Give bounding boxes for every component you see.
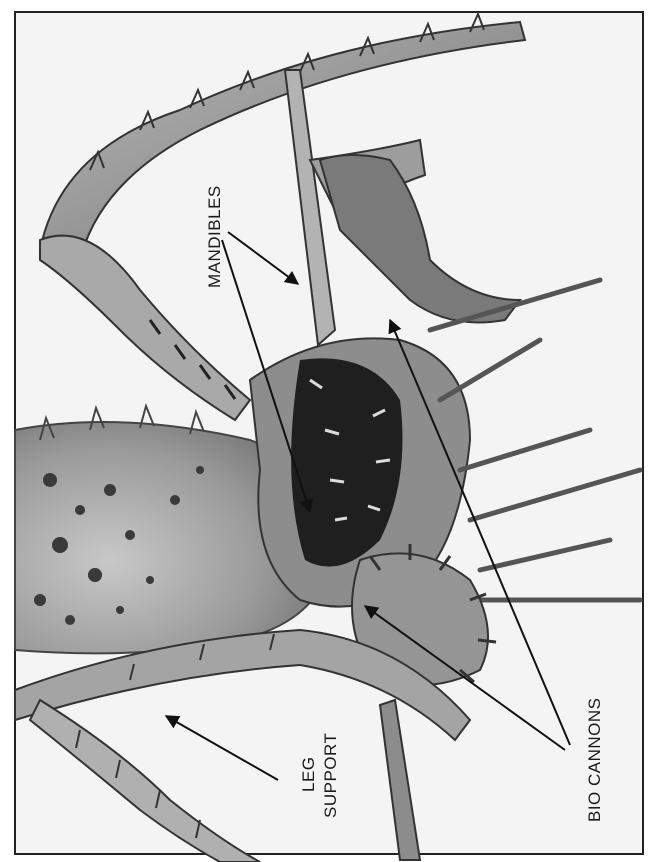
leg-support-label-line2: SUPPORT xyxy=(322,733,340,818)
mandibles-label: MANDIBLES xyxy=(206,185,224,288)
leg-support-label-line1: LEG xyxy=(300,756,318,792)
bio-cannons-label: BIO CANNONS xyxy=(586,697,604,822)
